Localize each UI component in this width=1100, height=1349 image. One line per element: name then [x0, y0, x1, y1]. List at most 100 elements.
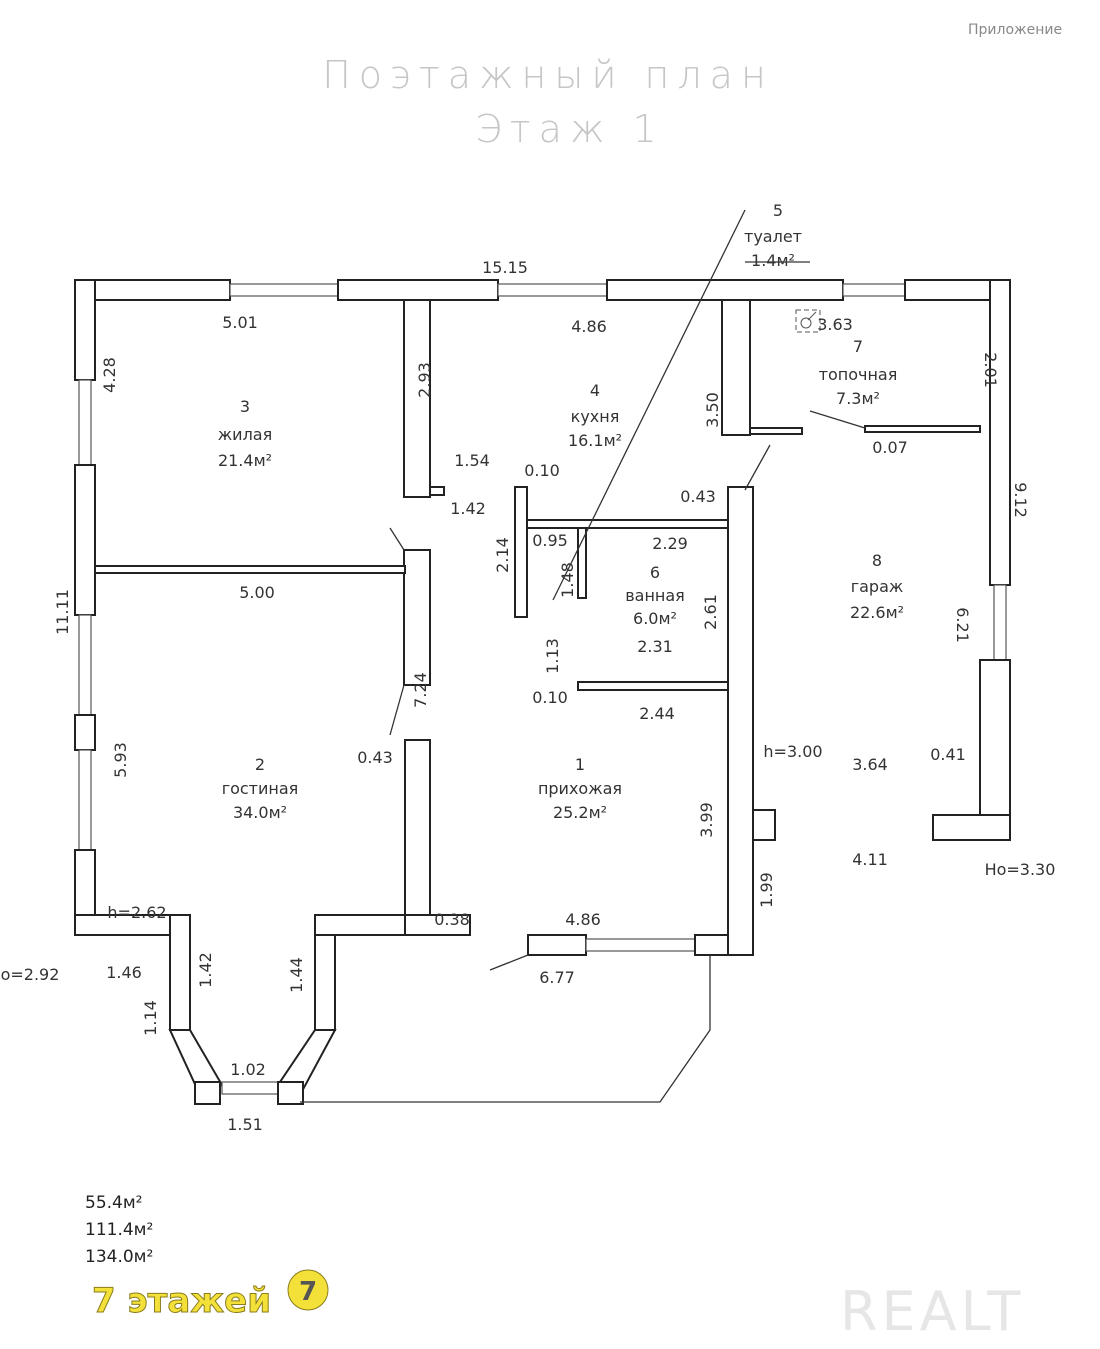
wall	[404, 739, 431, 936]
dimension-label: 2.44	[639, 704, 675, 723]
wall	[277, 1081, 304, 1105]
porch-line	[300, 955, 711, 1103]
dimension-label: 0.95	[532, 531, 568, 550]
dimension-label: 2.01	[981, 352, 1000, 388]
dimension-label: 0.07	[872, 438, 908, 457]
window	[221, 1081, 279, 1095]
dimension-label: 2.31	[637, 637, 673, 656]
room-area: 21.4м²	[218, 451, 272, 470]
window	[585, 938, 696, 952]
wall	[989, 279, 1011, 586]
wall	[337, 279, 499, 301]
dimension-label: 4.11	[852, 850, 888, 869]
window	[78, 379, 92, 466]
room-number: 1	[575, 755, 585, 774]
dimension-label: 1.99	[757, 872, 776, 908]
totals: 55.4м² 111.4м² 134.0м²	[85, 1193, 153, 1267]
room-area: 22.6м²	[850, 603, 904, 622]
wall	[403, 549, 431, 686]
dimension-label: 7.24	[411, 672, 430, 708]
dimension-label: 0.43	[357, 748, 393, 767]
wall	[514, 486, 528, 618]
room-area: 1.4м²	[751, 251, 795, 270]
wall	[194, 1081, 221, 1105]
wall	[314, 914, 416, 936]
room-area: 25.2м²	[553, 803, 607, 822]
dimension-label: 1.46	[106, 963, 142, 982]
wall	[74, 464, 96, 616]
dimension-label: 3.50	[703, 392, 722, 428]
watermark-text: 7 этажей	[92, 1281, 271, 1321]
dimension-label: 1.51	[227, 1115, 263, 1134]
dimension-label: 3.99	[697, 802, 716, 838]
dimension-label: 0.41	[930, 745, 966, 764]
wall	[932, 814, 1011, 841]
room-number: 4	[590, 381, 600, 400]
room-2: 2 гостиная 34.0м²	[222, 755, 299, 822]
door-swing	[744, 444, 771, 491]
window	[229, 283, 339, 297]
dimension-label: h=3.00	[763, 742, 822, 761]
room-name: гостиная	[222, 779, 299, 798]
logo-glyph: 7	[299, 1277, 317, 1307]
room-number: 3	[240, 397, 250, 416]
wall	[74, 714, 96, 751]
window	[78, 749, 92, 851]
dimension-label: 1.02	[230, 1060, 266, 1079]
appendix-label: Приложение	[968, 22, 1062, 38]
window	[497, 283, 608, 297]
door-swing	[389, 684, 405, 736]
brand-watermark: REALT	[840, 1280, 1024, 1343]
room-name: жилая	[218, 425, 272, 444]
room-4: 4 кухня 16.1м²	[568, 381, 622, 450]
room-area: 6.0м²	[633, 609, 677, 628]
wall	[403, 299, 431, 498]
dimension-label: 4.86	[565, 910, 601, 929]
dimension-label: 1.13	[543, 638, 562, 674]
wall	[577, 527, 587, 599]
room-3: 3 жилая 21.4м²	[218, 397, 272, 470]
window	[78, 614, 92, 716]
room-area: 7.3м²	[836, 389, 880, 408]
dimension-label: 1.44	[287, 957, 306, 993]
window	[993, 584, 1007, 661]
dimension-label: 2.61	[701, 594, 720, 630]
wall	[429, 486, 445, 496]
dimension-label: 3.64	[852, 755, 888, 774]
room-number: 5	[773, 201, 783, 220]
wall	[749, 427, 803, 435]
total-area: 134.0м²	[85, 1247, 153, 1267]
room-number: 7	[853, 337, 863, 356]
room-number: 6	[650, 563, 660, 582]
room-area: 16.1м²	[568, 431, 622, 450]
wall	[74, 279, 96, 381]
leader-line	[489, 954, 529, 971]
dimension-label: 11.11	[53, 589, 72, 635]
room-number: 8	[872, 551, 882, 570]
room-6: 6 ванная 6.0м²	[625, 563, 685, 628]
walls	[74, 279, 1011, 1105]
room-name: прихожая	[538, 779, 622, 798]
watermark: 7 этажей 7 REALT	[92, 1269, 1024, 1343]
floor-title: Этаж 1	[475, 107, 664, 151]
leader-line	[552, 209, 746, 601]
wall	[721, 299, 751, 436]
wall	[526, 519, 729, 529]
room-name: ванная	[625, 586, 685, 605]
dimension-label: 1.42	[450, 499, 486, 518]
plan-title: Поэтажный план	[322, 53, 774, 97]
dimension-label: 5.00	[239, 583, 275, 602]
total-area: 111.4м²	[85, 1220, 153, 1240]
wall	[979, 659, 1011, 841]
room-8: 8 гараж 22.6м²	[850, 551, 904, 622]
room-5: 5 туалет 1.4м²	[744, 201, 802, 270]
leader-line	[809, 410, 866, 429]
room-name: кухня	[571, 407, 620, 426]
dimension-label: 15.15	[482, 258, 528, 277]
room-7: 7 топочная 7.3м²	[819, 337, 898, 408]
window	[842, 283, 906, 297]
total-area: 55.4м²	[85, 1193, 143, 1213]
wall	[404, 914, 471, 936]
dimension-label: 6.77	[539, 968, 575, 987]
